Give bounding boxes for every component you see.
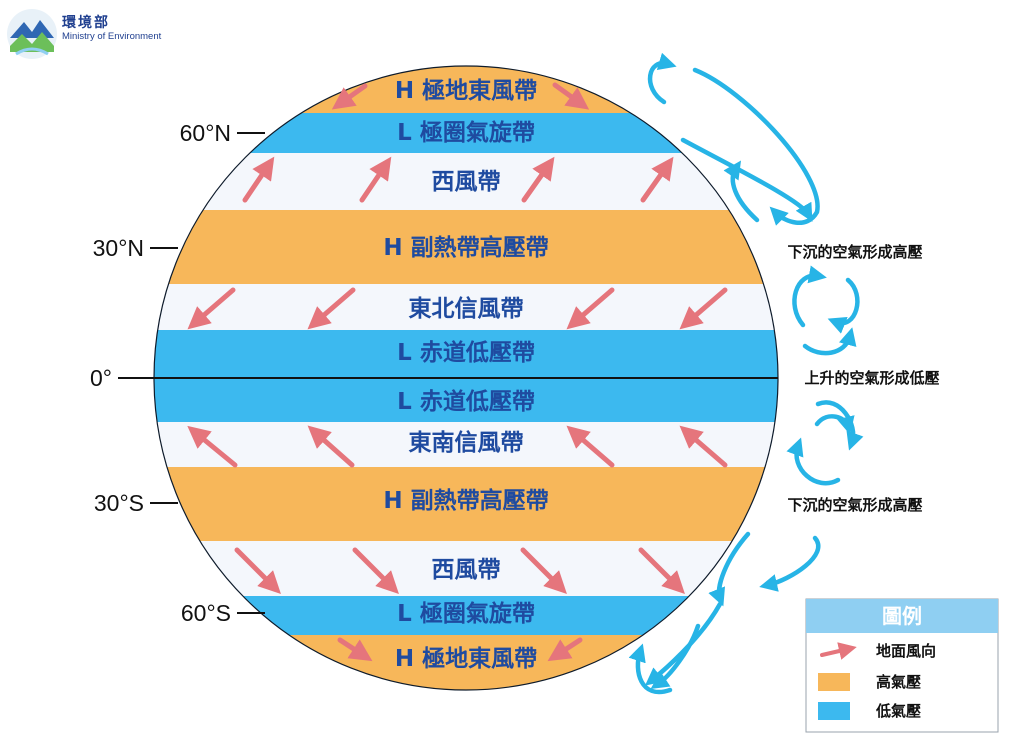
latitude-label: 60°S [181,600,231,626]
surface-wind-arrow [521,156,555,203]
band-label: H 極地東風帶 [395,77,537,104]
band-label: 西風帶 [432,169,501,195]
surface-wind-arrow [307,425,355,468]
legend-item-label: 低氣壓 [875,702,921,720]
surface-wind-arrow [638,547,685,594]
surface-wind-arrow [679,425,728,468]
latitude-label: 30°N [93,235,144,261]
band-label: H 極地東風帶 [395,645,537,672]
surface-wind-arrow [552,82,590,110]
band-label: 東南信風帶 [409,429,524,456]
band-low-5 [154,330,778,377]
surface-wind-arrow [547,637,583,662]
circulation-arrow [692,67,820,226]
surface-wind-arrow [331,83,368,110]
ministry-name-zh: 環境部 [62,15,110,31]
circulation-arrow [650,623,701,689]
circulation-arrow [786,437,841,486]
surface-wind-arrows [187,82,728,662]
surface-wind-arrow [337,637,373,662]
surface-wind-arrow [352,547,399,594]
surface-wind-arrow [566,287,615,330]
surface-wind-arrow [679,287,728,330]
circulation-arrow [628,643,673,695]
surface-wind-arrow [520,547,567,594]
band-low-6 [154,377,778,422]
legend-wind-arrow-icon [820,642,857,660]
circulation-arrow [814,414,855,435]
circulation-arrow [827,277,860,334]
band-label: H 副熱帶高壓帶 [383,487,548,514]
legend-title: 圖例 [882,604,922,628]
band-label: L 極圈氣旋帶 [397,119,535,146]
latitude-label: 0° [90,365,112,391]
latitude-label: 60°N [180,120,231,146]
latitude-label: 30°S [94,490,144,516]
legend-item-label: 高氣壓 [876,673,921,691]
band-high-8 [154,467,778,541]
pressure-annotation: 下沉的空氣形成高壓 [787,243,922,261]
ministry-name-en: Ministry of Environment [62,31,162,42]
ministry-logo-icon [7,9,57,59]
surface-wind-arrow [307,287,356,330]
band-label: 東北信風帶 [409,295,524,322]
band-label: L 赤道低壓帶 [397,339,535,366]
band-label: L 極圈氣旋帶 [397,600,535,627]
surface-wind-arrow [640,156,674,203]
circulation-arrow [708,531,751,607]
legend-item-label: 地面風向 [876,642,936,660]
surface-wind-arrow [566,425,615,468]
band-label: L 赤道低壓帶 [397,388,535,415]
legend-header [806,599,998,633]
surface-wind-arrow [242,156,275,203]
circulation-arrow [792,265,827,328]
surface-wind-arrow [187,425,238,468]
circulation-arrow [647,52,677,105]
circulation-arrow [723,160,760,223]
pressure-annotation: 上升的空氣形成低壓 [804,369,939,387]
circulation-arrow [802,327,857,356]
latitude-markers: 60°N 30°N 0° 30°S 60°S [90,120,778,626]
band-wind-7 [154,422,778,467]
circulation-arrow [815,400,864,451]
surface-wind-arrow [234,547,281,594]
legend-swatch-high [818,673,850,691]
surface-wind-arrow [187,287,236,330]
legend-swatch-low [818,702,850,720]
circulation-arrow [680,137,813,222]
circulation-cells [628,52,864,695]
band-high-3 [154,210,778,284]
surface-wind-arrow [359,156,392,203]
band-label: H 副熱帶高壓帶 [383,234,548,261]
band-label: 西風帶 [432,557,501,583]
band-wind-4 [154,284,778,330]
circulation-arrow [759,535,821,592]
pressure-annotation: 下沉的空氣形成高壓 [787,496,922,514]
